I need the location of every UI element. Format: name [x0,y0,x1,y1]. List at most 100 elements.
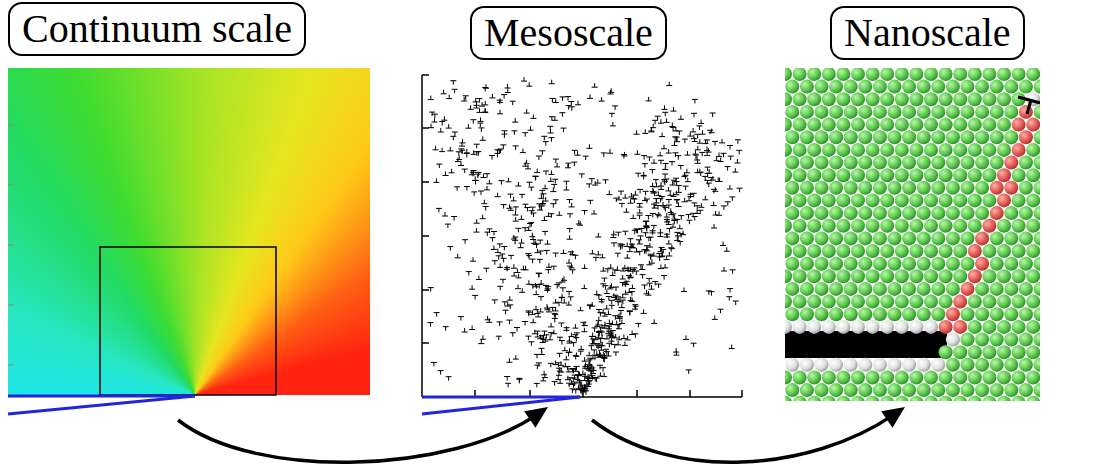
atom [895,143,909,157]
atom [800,231,814,245]
mesoscale-panel [422,75,743,414]
atom [1019,206,1033,220]
atom [1019,181,1033,195]
atom [822,219,836,233]
atom [939,244,953,258]
atom [822,295,836,309]
atom [800,358,814,372]
atom [975,257,989,271]
atom [785,320,792,334]
atom [924,68,938,81]
atom [800,181,814,195]
atom [924,168,938,182]
atom [822,371,836,385]
atom [982,371,996,385]
atom [982,345,996,359]
atom [924,193,938,207]
curved-arrow [592,407,905,462]
atom [909,320,923,334]
atom [902,231,916,245]
atom [807,371,821,385]
atom [866,244,880,258]
atom [1019,231,1033,245]
atom [815,130,829,144]
atom [851,168,865,182]
atom [800,105,814,119]
scale-heading: Mesoscale [470,6,667,60]
atom [975,383,989,397]
atom [844,383,858,397]
atom [785,143,792,157]
atom [968,269,982,283]
atom [1034,105,1041,119]
scale-panel: Mesoscale [420,0,745,402]
atom [997,92,1011,106]
atom [1012,371,1026,385]
atom [785,282,799,296]
atom [924,219,938,233]
atom [931,282,945,296]
atom [888,206,902,220]
atom [1034,282,1041,296]
atom [1026,295,1040,309]
atom [1012,244,1026,258]
atom [902,358,916,372]
atom [968,244,982,258]
atom [822,92,836,106]
atom [902,307,916,321]
atom [924,320,938,334]
atom [946,231,960,245]
atom [822,193,836,207]
atom [1019,307,1033,321]
atom [895,118,909,132]
atom [844,257,858,271]
atom [829,206,843,220]
atom [851,320,865,334]
atom [953,92,967,106]
atom [990,156,1004,170]
atom [1034,257,1041,271]
atom [793,168,807,182]
atom [997,168,1011,182]
atom [1019,358,1033,372]
atom [990,383,1004,397]
atom [866,295,880,309]
atom [931,130,945,144]
atom [990,130,1004,144]
atom [844,358,858,372]
atom [836,371,850,385]
atom [975,181,989,195]
atom [785,219,792,233]
atom [895,219,909,233]
atom [931,206,945,220]
atom [961,383,975,397]
atom [931,358,945,372]
atom [1004,358,1018,372]
atom [909,371,923,385]
atom [1004,383,1018,397]
atom [1019,257,1033,271]
atom [990,257,1004,271]
atom [793,396,807,401]
atom [829,130,843,144]
atom [844,181,858,195]
atom [931,307,945,321]
atom [909,193,923,207]
atom [836,320,850,334]
atom [866,269,880,283]
atom [917,105,931,119]
atom [982,396,996,401]
atom [975,333,989,347]
atom [888,105,902,119]
atom [880,193,894,207]
atom [917,130,931,144]
atom [953,269,967,283]
atom [844,156,858,170]
atom [1004,282,1018,296]
atom [982,168,996,182]
atom [1004,257,1018,271]
atom [909,244,923,258]
atom [997,193,1011,207]
atom [785,269,792,283]
atom [982,143,996,157]
